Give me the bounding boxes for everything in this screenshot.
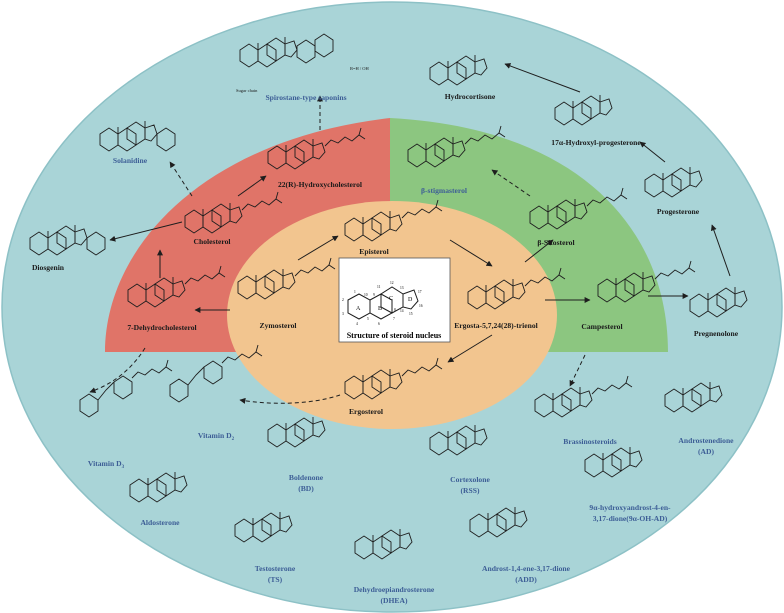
label-vitamin-d3: Vitamin D3 [88, 459, 125, 470]
position-number-10: 10 [364, 293, 368, 297]
position-number-11: 11 [377, 285, 381, 289]
label-cholesterol: Cholesterol [194, 237, 231, 246]
position-number-9: 9 [373, 293, 375, 297]
label-brassinosteroids: Brassinosteroids [563, 437, 616, 446]
label-add: Androst-1,4-ene-3,17-dione [482, 564, 571, 573]
arrow-sitosterol-to-stigmasterol [491, 169, 531, 197]
ring-label-b: B [378, 306, 382, 312]
label-dhea-abbr: (DHEA) [381, 596, 408, 605]
label-7-dehydrocholesterol: 7-Dehydrocholesterol [127, 323, 196, 332]
position-number-15: 15 [409, 312, 413, 316]
annotation-sugar-chain: Sugar chain [236, 88, 258, 93]
arrow-cholesterol-to-diosgenin [109, 221, 183, 242]
label-diosgenin: Diosgenin [32, 263, 65, 272]
label-dhea: Dehydroepiandrosterone [354, 585, 435, 594]
label-ergosterol: Ergosterol [349, 407, 383, 416]
label-add-abbr: (ADD) [515, 575, 537, 584]
label-campesterol: Campesterol [581, 322, 622, 331]
label-9a-oh-ad-line2: 3,17-dione(9α-OH-AD) [593, 514, 668, 523]
label-17a-hydroxyprogesterone: 17α-Hydroxyl-progesterone [551, 138, 641, 147]
position-number-14: 14 [400, 309, 404, 313]
arrow-episterol-to-ergosta [449, 239, 493, 267]
arrow-ergosta-to-sitosterol [524, 239, 554, 263]
label-solanidine: Solanidine [113, 156, 148, 165]
label-episterol: Episterol [359, 247, 388, 256]
arrow-ergosterol-to-vitamin-d2 [239, 394, 341, 404]
label-spirostane: Spirostane-type saponins [265, 93, 346, 102]
structure-vitamin-d2 [169, 344, 263, 403]
label-stigmasterol: β-stigmasterol [421, 186, 467, 195]
arrow-7-dehydro-to-vitamin-d3 [89, 347, 146, 394]
position-number-16: 16 [419, 304, 423, 308]
label-testosterone: Testosterone [255, 564, 296, 573]
red-sector [105, 118, 390, 352]
position-number-8: 8 [394, 308, 396, 312]
label-hydrocortisone: Hydrocortisone [445, 92, 496, 101]
arrow-zymosterol-to-episterol [297, 235, 339, 261]
arrow-cholesterol-to-22r [237, 175, 267, 197]
label-zymosterol: Zymosterol [260, 321, 297, 330]
position-number-13: 13 [400, 286, 404, 290]
position-number-1: 1 [354, 290, 356, 294]
label-9a-oh-ad: 9α-hydroxyandrost-4-en- [589, 503, 671, 512]
structure-spirostane [239, 33, 334, 68]
label-cortexolone-abbr: (RSS) [461, 486, 480, 495]
position-number-7: 7 [393, 317, 395, 321]
label-vitamin-d2: Vitamin D2 [198, 431, 235, 442]
label-androstenedione: Androstenedione [678, 436, 734, 445]
arrow-progesterone-to-17a [639, 141, 666, 163]
label-aldosterone: Aldosterone [140, 518, 180, 527]
label-pregnenolone: Pregnenolone [694, 329, 739, 338]
ring-label-a: A [356, 306, 361, 312]
ring-label-d: D [408, 297, 413, 303]
label-22r-hydroxycholesterol: 22(R)-Hydroxycholesterol [278, 180, 362, 189]
nucleus-title: Structure of steroid nucleus [347, 331, 442, 340]
position-number-5: 5 [367, 317, 369, 321]
position-number-4: 4 [356, 322, 358, 326]
annotation-r-group: R=H / OH [350, 66, 370, 71]
label-boldenone: Boldenone [289, 473, 324, 482]
label-boldenone-abbr: (BD) [298, 484, 314, 493]
position-number-3: 3 [342, 312, 344, 316]
label-sitosterol: β-Sitosterol [537, 238, 574, 247]
label-progesterone: Progesterone [657, 207, 700, 216]
position-number-17: 17 [418, 290, 422, 294]
pathway-arrows [89, 63, 731, 404]
label-androstenedione-abbr: (AD) [698, 447, 714, 456]
position-number-6: 6 [378, 322, 380, 326]
arrow-17a-to-hydrocortisone [504, 63, 581, 93]
structure-diosgenin [29, 224, 106, 256]
arrow-pregnenolone-to-progesterone [710, 224, 731, 277]
position-number-12: 12 [390, 281, 394, 285]
label-ergosta: Ergosta-5,7,24(28)-trienol [454, 321, 538, 330]
arrow-ergosta-to-ergosterol [447, 334, 493, 363]
label-cortexolone: Cortexolone [450, 475, 490, 484]
structure-vitamin-d3 [79, 359, 173, 418]
steroid-nucleus-box: A B C D 1 2 3 4 5 6 7 8 9 10 11 12 13 14… [338, 257, 451, 343]
label-testosterone-abbr: (TS) [268, 575, 283, 584]
green-sector [390, 118, 668, 352]
ring-label-c: C [389, 296, 393, 302]
arrow-campesterol-to-brassinosteroids [569, 354, 586, 387]
position-number-2: 2 [342, 298, 344, 302]
structure-solanidine [99, 120, 176, 152]
